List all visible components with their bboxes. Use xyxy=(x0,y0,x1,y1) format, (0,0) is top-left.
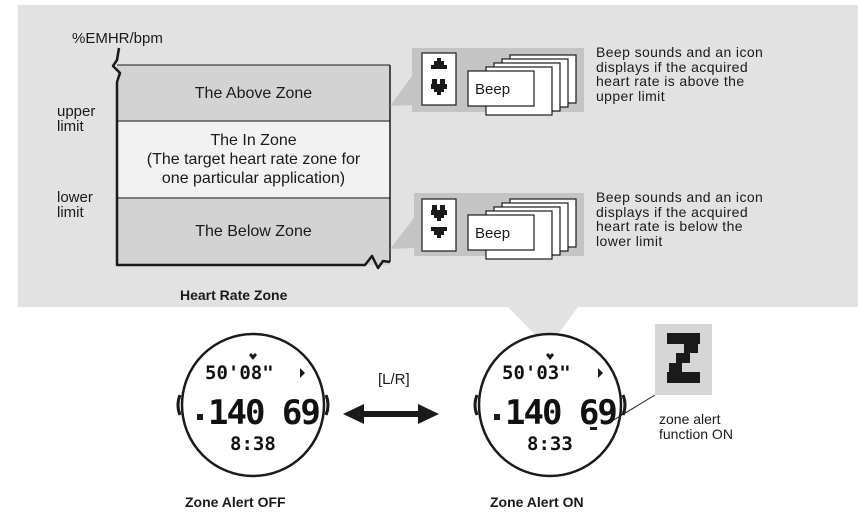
below-alert-icon-box xyxy=(421,198,457,252)
watch-on-face xyxy=(473,332,627,478)
in-zone-band xyxy=(117,122,390,197)
lower-limit-label: lower limit xyxy=(57,189,93,221)
below-zone-label: The Below Zone xyxy=(195,223,312,240)
in-zone-subtitle: (The target heart rate zone for one part… xyxy=(146,151,361,187)
watch-on-heart-rate: 140 69 xyxy=(505,393,618,433)
below-alert-note: Beep sounds and an icon displays if the … xyxy=(596,189,764,249)
zone-icon xyxy=(667,333,700,383)
above-alert-icon xyxy=(431,58,447,95)
upper-limit-label: upper limit xyxy=(57,103,96,135)
watch-off-caption: Zone Alert OFF xyxy=(185,494,286,510)
below-beep-label: Beep xyxy=(475,225,511,242)
watch-on-lap-time: 50'03" xyxy=(502,362,571,384)
above-beep-label: Beep xyxy=(475,81,511,98)
watch-off-heart-rate: 140 69 xyxy=(208,393,321,433)
watch-on-clock: 8:33 xyxy=(527,433,573,455)
double-arrow-icon xyxy=(343,404,439,424)
below-alert-icon xyxy=(431,205,447,238)
axis-label: %EMHR/bpm xyxy=(72,30,163,47)
control-label: [L/R] xyxy=(378,371,410,388)
watch-off-lap-time: 50'08" xyxy=(205,362,274,384)
watch-off-clock: 8:38 xyxy=(230,433,276,455)
above-beep-stack xyxy=(467,54,577,116)
below-zone-band xyxy=(117,198,390,265)
watch-off-face xyxy=(176,332,330,478)
below-beep-stack xyxy=(467,198,577,260)
above-alert-note: Beep sounds and an icon displays if the … xyxy=(596,44,764,104)
above-zone-label: The Above Zone xyxy=(194,85,313,102)
diagram-caption: Heart Rate Zone xyxy=(180,287,288,303)
watch-on-caption: Zone Alert ON xyxy=(490,494,584,510)
above-zone-band xyxy=(117,65,390,121)
zone-icon-leader xyxy=(611,394,656,422)
zone-icon-note: zone alert function ON xyxy=(659,411,733,442)
y-axis xyxy=(111,47,391,270)
in-zone-title: The In Zone xyxy=(210,132,297,149)
